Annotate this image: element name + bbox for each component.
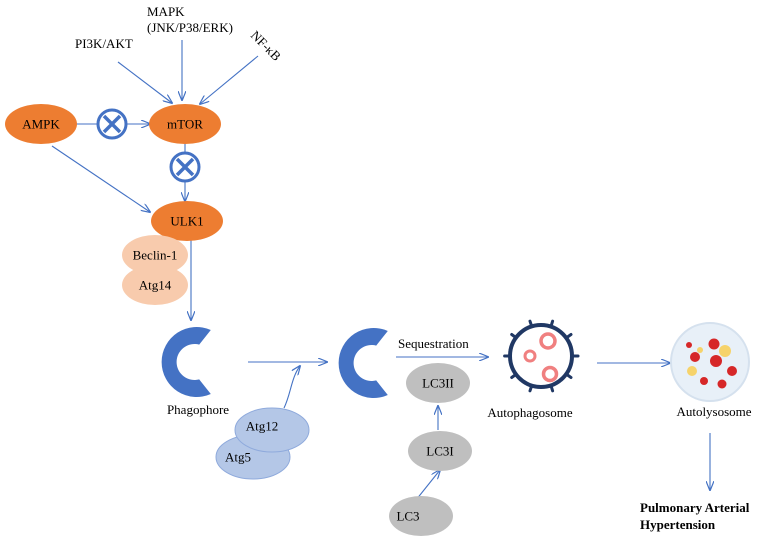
ulk1-label: ULK1: [170, 214, 203, 229]
inhibit-icon: [169, 151, 201, 183]
beclin1-label: Beclin-1: [133, 248, 178, 263]
mtor-label: mTOR: [167, 117, 203, 132]
ulk1-node: ULK1: [151, 201, 223, 241]
pi3k-akt-label: PI3K/AKT: [75, 36, 133, 51]
connectors: [51, 40, 710, 501]
autolysosome-label: Autolysosome: [676, 404, 751, 419]
arrow-ampk-to-ulk1: [51, 145, 150, 212]
arrow-nfkb-to-mtor: [200, 55, 259, 104]
mapk-label: MAPK: [147, 4, 185, 19]
mtor-node: mTOR: [149, 104, 221, 144]
lc3i-label: LC3I: [426, 444, 453, 459]
nfkb-label: NF-κB: [248, 28, 284, 64]
arrow-pi3k-to-mtor: [117, 61, 172, 103]
ampk-node: AMPK: [5, 104, 77, 144]
phagophore-shape: [161, 327, 211, 397]
atg5-label: Atg5: [225, 450, 251, 465]
pah-label-line2: Hypertension: [640, 517, 716, 532]
autophagosome-label: Autophagosome: [487, 405, 572, 420]
lc3-label: LC3: [396, 509, 419, 524]
lc3ii-node: LC3II: [406, 363, 470, 403]
lc3-node: LC3: [389, 496, 453, 536]
arrow-atg12-to-closing: [283, 366, 300, 409]
atg12-label: Atg12: [246, 419, 279, 434]
arrow-lc3-to-lc3i: [415, 470, 440, 501]
phagophore-label: Phagophore: [167, 402, 229, 417]
autophagosome-icon: [503, 319, 580, 393]
closing-membrane-shape: [338, 327, 388, 399]
lc3i-node: LC3I: [408, 431, 472, 471]
beclin1-node: Beclin-1: [122, 235, 188, 275]
sequestration-label: Sequestration: [398, 336, 469, 351]
autolysosome-icon: [670, 322, 750, 402]
mapk-sub-label: (JNK/P38/ERK): [147, 20, 233, 35]
ampk-label: AMPK: [22, 117, 60, 132]
inhibit-icon: [96, 108, 128, 140]
atg14-node: Atg14: [122, 265, 188, 305]
pah-label-line1: Pulmonary Arterial: [640, 500, 750, 515]
atg14-label: Atg14: [139, 278, 172, 293]
atg12-node: Atg12: [234, 407, 310, 453]
lc3ii-label: LC3II: [422, 376, 454, 391]
